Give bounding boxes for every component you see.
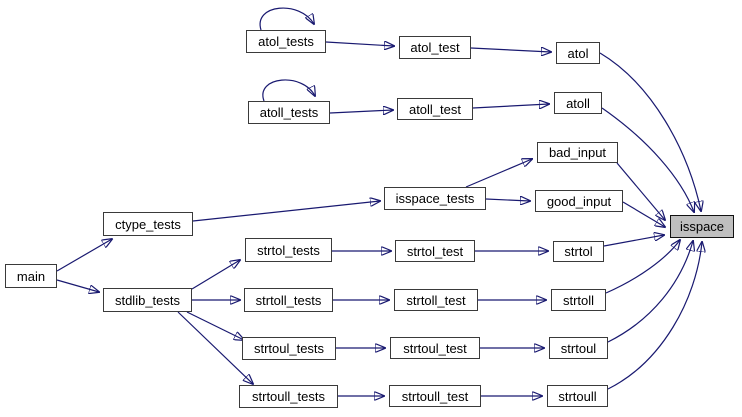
node-good_input[interactable]: good_input xyxy=(535,190,623,212)
edge-strtoul-to-isspace xyxy=(607,241,693,343)
edge-main-to-ctype_tests xyxy=(56,239,112,272)
node-strtoll_test[interactable]: strtoll_test xyxy=(394,289,478,311)
edge-atol_tests-self-loop xyxy=(259,7,314,31)
node-isspace_tests[interactable]: isspace_tests xyxy=(384,187,486,210)
node-strtol[interactable]: strtol xyxy=(553,241,604,262)
node-atoll_test[interactable]: atoll_test xyxy=(397,98,473,120)
node-strtoll[interactable]: strtoll xyxy=(551,289,606,311)
node-bad_input[interactable]: bad_input xyxy=(537,142,618,163)
edge-atoll_tests-to-atoll_test xyxy=(329,110,393,113)
node-strtoul_test[interactable]: strtoul_test xyxy=(390,337,480,359)
edge-strtoll-to-isspace xyxy=(605,240,680,294)
edge-stdlib_tests-to-strtol_tests xyxy=(191,260,240,290)
node-strtol_tests[interactable]: strtol_tests xyxy=(245,238,332,262)
node-atol_tests[interactable]: atol_tests xyxy=(246,30,326,53)
node-strtoul_tests[interactable]: strtoul_tests xyxy=(242,337,336,360)
edge-isspace_tests-to-good_input xyxy=(485,199,530,201)
node-strtol_test[interactable]: strtol_test xyxy=(395,240,475,262)
node-strtoll_tests[interactable]: strtoll_tests xyxy=(244,288,333,312)
edge-atoll-to-isspace xyxy=(601,107,694,212)
edge-bad_input-to-isspace xyxy=(616,162,665,220)
edge-stdlib_tests-to-strtoull_tests xyxy=(177,311,253,384)
node-atol[interactable]: atol xyxy=(556,42,600,64)
edge-atol_test-to-atol xyxy=(470,48,551,52)
node-strtoul[interactable]: strtoul xyxy=(549,337,608,359)
node-main[interactable]: main xyxy=(5,264,57,288)
edge-stdlib_tests-to-strtoul_tests xyxy=(186,311,244,340)
node-strtoull_test[interactable]: strtoull_test xyxy=(389,385,481,407)
edge-good_input-to-isspace xyxy=(622,201,665,227)
edge-atol-to-isspace xyxy=(599,52,701,211)
edge-strtol-to-isspace xyxy=(603,235,664,247)
edge-atoll_test-to-atoll xyxy=(472,104,549,108)
edge-main-to-stdlib_tests xyxy=(56,279,99,292)
node-atol_test[interactable]: atol_test xyxy=(399,36,471,59)
edge-atol_tests-to-atol_test xyxy=(325,42,394,46)
node-stdlib_tests[interactable]: stdlib_tests xyxy=(103,288,192,312)
edge-isspace_tests-to-bad_input xyxy=(465,159,532,188)
node-atoll[interactable]: atoll xyxy=(554,92,602,114)
edge-atoll_tests-self-loop xyxy=(262,79,315,102)
edge-strtoull-to-isspace xyxy=(607,242,702,390)
node-strtoull_tests[interactable]: strtoull_tests xyxy=(239,385,338,408)
node-isspace[interactable]: isspace xyxy=(670,215,734,238)
node-ctype_tests[interactable]: ctype_tests xyxy=(103,212,193,236)
node-strtoull[interactable]: strtoull xyxy=(547,385,608,407)
edge-ctype_tests-to-isspace_tests xyxy=(192,201,380,222)
node-atoll_tests[interactable]: atoll_tests xyxy=(248,101,330,124)
